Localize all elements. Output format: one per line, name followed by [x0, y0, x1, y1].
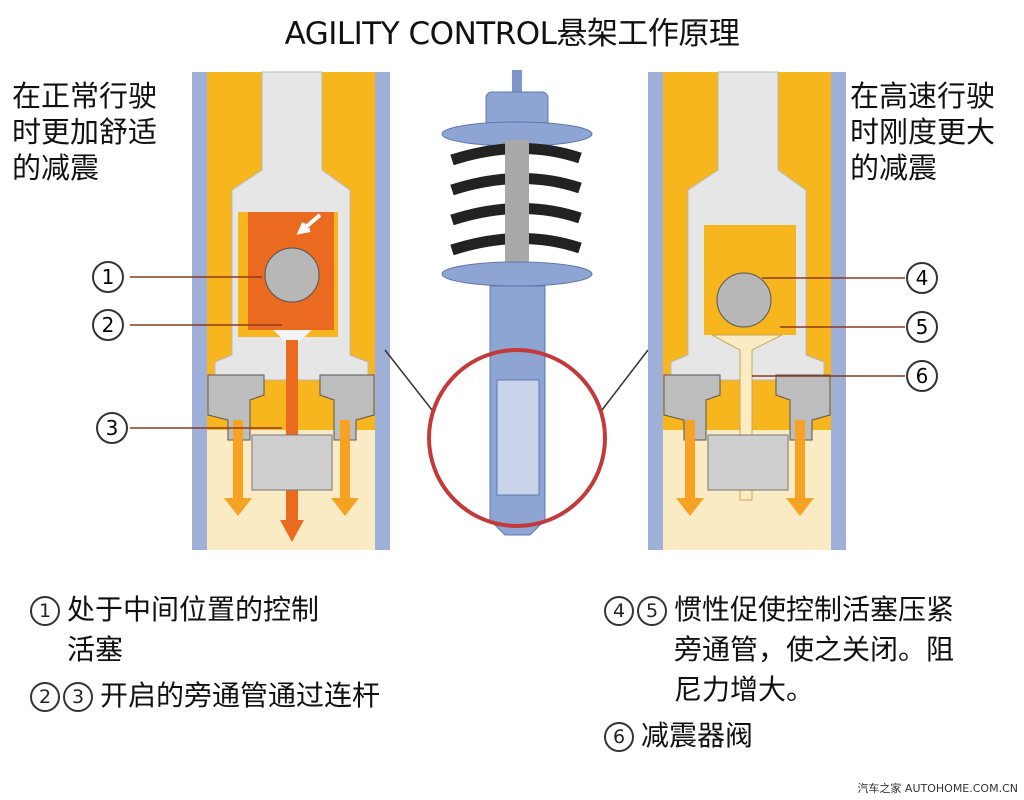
right-control-ball: [716, 272, 772, 328]
legend-number-badge: 5: [637, 596, 667, 626]
legend-number-badge: 6: [604, 722, 634, 752]
strut-assembly: [384, 70, 649, 536]
callout-4: 4: [916, 266, 929, 290]
left-valve-body-right: [319, 374, 375, 441]
legend-number-badge: 4: [604, 596, 634, 626]
zoom-line-left: [384, 349, 433, 411]
zoom-line-right: [601, 349, 649, 411]
right-flow-stem-a: [685, 420, 695, 500]
left-valve-seat: [273, 330, 312, 348]
callout-markers: 1 2 3 4 5 6: [92, 261, 938, 444]
right-flow-arrow-b: [786, 498, 814, 516]
right-closed-bypass: [711, 334, 783, 501]
callout-5: 5: [916, 315, 929, 339]
legend-number-badge: 2: [30, 682, 60, 712]
right-damper-cutaway: [648, 71, 846, 550]
callout-leaders: [130, 276, 905, 429]
left-flow-arrow-b: [331, 498, 359, 516]
right-flow-arrow-a: [676, 498, 704, 516]
right-flow-stem-b: [795, 420, 805, 500]
left-flow-stem-a: [233, 420, 243, 500]
left-valve-body-left: [207, 374, 265, 441]
right-caption: 在高速行驶 时刚度更大 的减震: [850, 79, 996, 185]
right-valve-body-left: [663, 374, 721, 441]
callout-1: 1: [102, 265, 115, 289]
left-bypass-arrow: [280, 520, 304, 542]
left-control-ball: [264, 247, 320, 303]
strut-lower-seat: [441, 261, 593, 287]
left-flow-arrow-a: [224, 498, 252, 516]
callout-6: 6: [916, 364, 929, 388]
legend-text: 减震器阀: [641, 719, 754, 752]
left-motion-arrow: [296, 213, 322, 235]
callout-3: 3: [106, 416, 119, 440]
left-valve-stack: [251, 434, 333, 491]
left-flow-stem-b: [340, 420, 350, 500]
watermark: 汽车之家 AUTOHOME.COM.CN: [857, 782, 1018, 795]
zoom-circle: [427, 348, 607, 528]
left-damper-cutaway: [192, 71, 390, 550]
right-valve-body-right: [775, 374, 831, 441]
right-valve-stack: [707, 434, 789, 491]
legend-text: 处于中间位置的控制 活塞: [67, 593, 320, 666]
legend-number-badge: 3: [63, 682, 93, 712]
diagram-title: AGILITY CONTROL悬架工作原理: [284, 16, 740, 52]
strut-top-stud: [512, 70, 522, 92]
callout-2: 2: [102, 313, 115, 337]
strut-cutaway: [496, 379, 540, 496]
left-caption: 在正常行驶 时更加舒适 的减震: [12, 79, 158, 185]
legend-number-badge: 1: [30, 596, 60, 626]
legend-text: 开启的旁通管通过连杆: [100, 679, 381, 712]
legend-text: 惯性促使控制活塞压紧 旁通管，使之关闭。阻 尼力增大。: [674, 593, 955, 706]
